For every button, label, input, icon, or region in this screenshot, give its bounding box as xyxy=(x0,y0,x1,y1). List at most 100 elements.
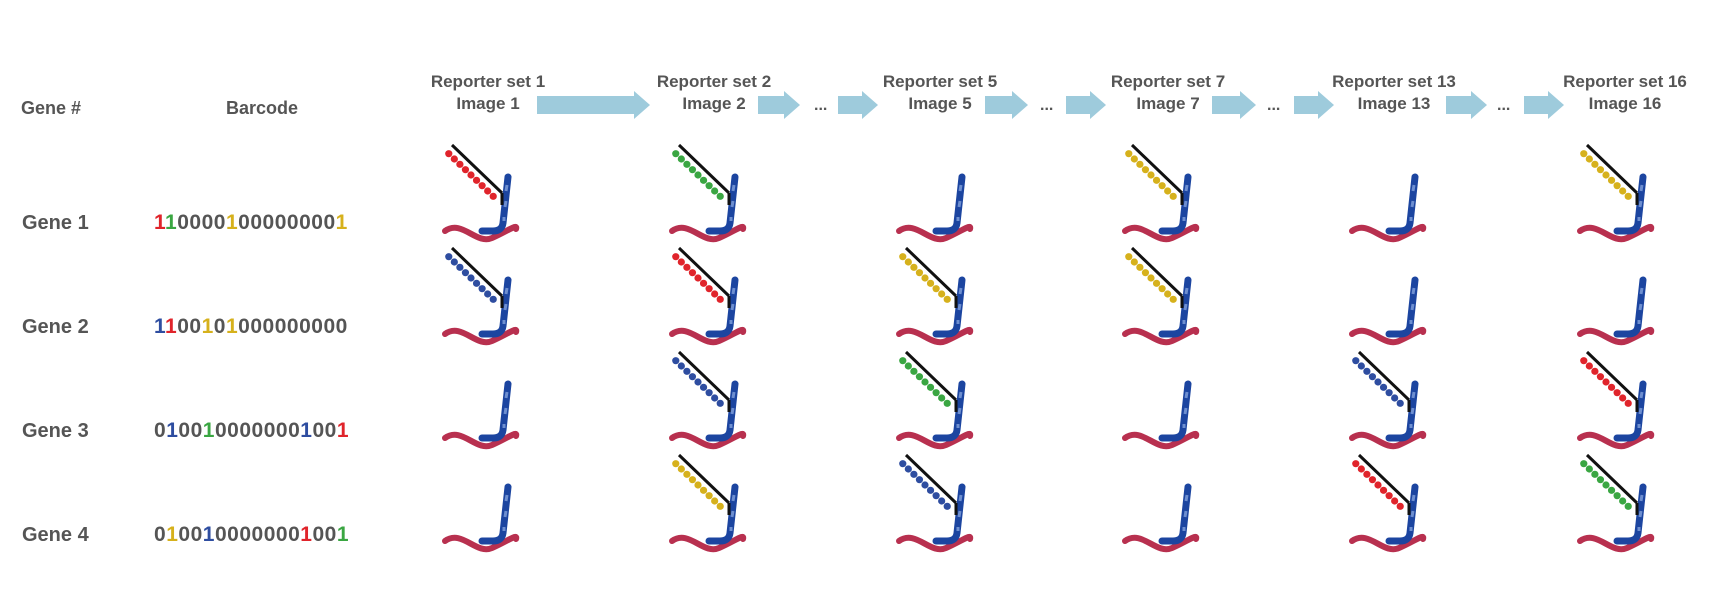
barcode-digit: 1 xyxy=(202,419,215,442)
cell-gene-1-step-2 xyxy=(669,143,747,243)
probe-segments xyxy=(729,391,736,428)
reporter-dye-blue xyxy=(484,290,492,298)
cell-gene-2-step-6 xyxy=(1577,276,1655,346)
step-label-2: Reporter set 2 Image 2 xyxy=(634,71,794,115)
image-label: Image 7 xyxy=(1136,94,1200,113)
reporter-dye-green xyxy=(688,166,697,174)
barcode-digit: 0 xyxy=(189,211,202,234)
reporter-dye-red xyxy=(711,290,719,298)
reporter-dye-yellow xyxy=(938,290,946,298)
probe xyxy=(1158,173,1192,235)
reporter-dye-yellow xyxy=(699,486,708,494)
reporter-dye-red xyxy=(1602,378,1610,386)
barcode-digit: 0 xyxy=(288,419,301,442)
reporter-dye-blue xyxy=(467,274,475,282)
barcode-digit: 0 xyxy=(250,211,263,234)
reporter-dye-yellow xyxy=(1169,295,1177,303)
gene-column-header: Gene # xyxy=(21,98,82,118)
cell-gene-2-step-2 xyxy=(669,246,747,346)
probe xyxy=(1613,173,1647,235)
step-arrow-2 xyxy=(758,91,800,119)
probe-segments xyxy=(729,494,736,531)
reporter-dye-green xyxy=(683,160,691,168)
reporter-dye-red xyxy=(699,279,708,287)
reporter-dye-yellow xyxy=(1602,171,1610,179)
reporter-backbone xyxy=(1585,453,1639,505)
reporter-dye-red xyxy=(1352,460,1360,468)
barcode-digit: 0 xyxy=(154,419,167,442)
ellipsis-4: ... xyxy=(1497,97,1511,114)
probe-segments xyxy=(1409,494,1416,531)
barcode-digit: 0 xyxy=(214,523,228,546)
probe xyxy=(1385,276,1419,338)
reporter-backbone xyxy=(1585,350,1639,402)
reporter-backbone xyxy=(1585,143,1639,195)
reporter-dye-green xyxy=(699,176,708,184)
rna-strand xyxy=(442,326,520,346)
rna-strand xyxy=(442,430,520,450)
barcode-digit: 0 xyxy=(227,419,240,442)
cell-gene-2-step-4 xyxy=(1122,246,1200,346)
reporter-dye-blue xyxy=(943,502,951,510)
cell-gene-4-step-5 xyxy=(1349,453,1427,553)
reporter-dye-yellow xyxy=(943,295,951,303)
reporter-dye-yellow xyxy=(1580,150,1588,158)
cell-gene-1-step-6 xyxy=(1577,143,1655,243)
reporter-dye-green xyxy=(705,182,713,190)
probe xyxy=(1385,173,1419,235)
reporter-dye-blue xyxy=(472,279,481,287)
reporter-dye-blue xyxy=(716,399,724,407)
barcode-digit: 0 xyxy=(286,315,300,338)
cell-gene-3-step-1 xyxy=(442,380,520,450)
reporter-dye-blue xyxy=(1391,394,1399,402)
reporter-dye-yellow xyxy=(1130,258,1138,266)
reporter-dye-green xyxy=(910,367,918,375)
reporter-dye-green xyxy=(932,389,940,397)
reporter-dye-blue xyxy=(915,476,924,484)
reporter-set-label: Reporter set 13 xyxy=(1332,72,1456,91)
image-label: Image 16 xyxy=(1588,94,1662,113)
barcode-digit: 0 xyxy=(311,211,324,234)
reporter-dye-green xyxy=(938,394,946,402)
reporter-dye-blue xyxy=(456,263,464,271)
cell-gene-4-step-2 xyxy=(669,453,747,553)
barcode-digit: 0 xyxy=(189,315,202,338)
reporter-backbone xyxy=(677,453,731,505)
probe xyxy=(1385,380,1419,442)
reporter-dye-red xyxy=(445,150,453,158)
reporter-dye-yellow xyxy=(910,263,918,271)
reporter-dye-green xyxy=(672,150,680,158)
reporter-backbone xyxy=(904,453,958,505)
reporter-dye-green xyxy=(716,192,724,200)
barcode-digit: 0 xyxy=(286,211,300,234)
reporter-dye-green xyxy=(1613,492,1621,500)
rna-strand xyxy=(896,326,974,346)
step-arrow-8 xyxy=(1446,91,1487,119)
reporter-set-label: Reporter set 7 xyxy=(1110,72,1226,91)
reporter-set-label: Reporter set 2 xyxy=(656,72,772,91)
barcode-digit: 1 xyxy=(154,211,166,234)
probe xyxy=(1158,276,1192,338)
reporter-dye-yellow xyxy=(1141,166,1150,174)
barcode-digit: 0 xyxy=(263,419,276,442)
ellipsis-3: ... xyxy=(1267,97,1281,114)
barcode-column-header: Barcode xyxy=(226,98,299,118)
barcode-digit: 1 xyxy=(201,315,214,338)
rna-strand xyxy=(1349,326,1427,346)
probe xyxy=(705,483,739,545)
reporter-dye-yellow xyxy=(1619,187,1627,195)
barcode-digit: 0 xyxy=(177,315,190,338)
gene-label-3: Gene 3 xyxy=(22,420,89,442)
reporter-dye-blue xyxy=(489,295,497,303)
barcode-digit: 0 xyxy=(190,419,203,442)
reporter-dye-green xyxy=(1619,497,1627,505)
probe xyxy=(1613,483,1647,545)
probe xyxy=(1158,483,1192,545)
barcode-digit: 0 xyxy=(335,315,348,338)
image-label: Image 2 xyxy=(682,94,746,113)
barcode-digit: 1 xyxy=(225,315,239,338)
probe-segments xyxy=(502,287,509,324)
barcode-digit: 0 xyxy=(213,211,226,234)
reporter-dye-yellow xyxy=(1125,150,1133,158)
reporter-dye-blue xyxy=(683,367,691,375)
